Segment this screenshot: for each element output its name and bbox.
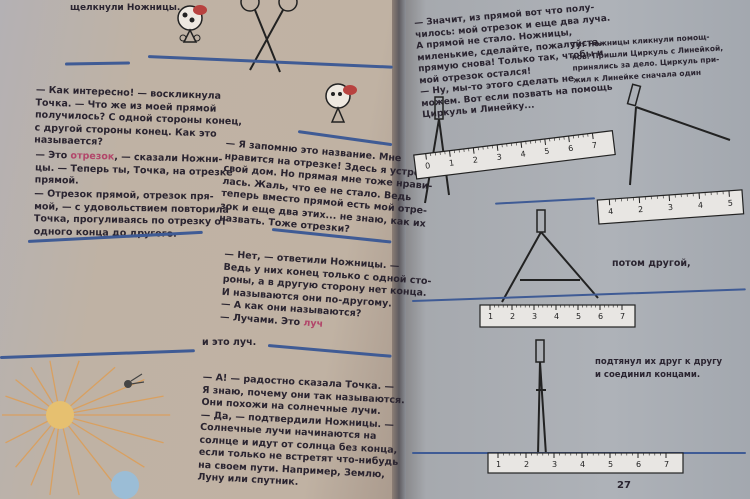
paragraph-2-right: Тут Ножницы кликнули помощ- ков. Пришли … [570, 32, 724, 85]
ruler-label: 3 [496, 152, 502, 162]
ruler-label: 3 [552, 460, 557, 469]
compass-bottom-illustration [535, 339, 547, 456]
beret-icon [343, 85, 357, 95]
compass-mid-illustration: 1 2 3 4 5 6 7 [479, 209, 636, 328]
ruler-tick [472, 147, 475, 154]
ruler-label: 5 [608, 460, 613, 469]
caption-joined: подтянул их друг к другу и соединил конц… [595, 357, 723, 380]
ruler-label: 7 [591, 141, 597, 151]
ruler-tick [520, 141, 523, 148]
scissors-icon [240, 0, 298, 73]
ruler-label: 7 [620, 312, 625, 321]
paragraph-7: — А! — радостно сказала Точка. — Я знаю,… [197, 371, 406, 488]
ruler-label: 3 [532, 312, 537, 321]
ruler [413, 130, 616, 180]
ruler-right: 4 2 3 4 5 [596, 189, 745, 225]
term-segment: отрезок [70, 150, 115, 163]
tochka-character-top [177, 5, 207, 43]
ruler-tick [496, 144, 499, 151]
ruler-bottom: 1 2 3 4 5 6 7 [487, 452, 684, 474]
compass-on-ruler-illustration: 0 1 2 3 4 5 6 7 [413, 96, 616, 204]
ruler-label: 2 [638, 205, 644, 214]
ruler-tick [544, 138, 547, 146]
beret-icon [193, 5, 207, 15]
ruler-label: 1 [449, 158, 455, 168]
text: — Это [35, 149, 71, 162]
paragraph-2: — Это отрезок, — сказали Ножни- цы. — Те… [35, 149, 234, 192]
ruler-label: 1 [496, 460, 501, 469]
ruler-label: 5 [576, 312, 581, 321]
ruler-label: 7 [664, 460, 669, 469]
ruler-tick [568, 136, 570, 143]
term-ray: луч [303, 316, 324, 330]
ruler-label: 1 [488, 312, 493, 321]
paragraph-1: — Как интересно! — воскликнула Точка. — … [34, 84, 243, 148]
tochka-character [325, 83, 357, 123]
ruler-label: 6 [568, 144, 574, 154]
compass-icon [626, 83, 731, 186]
paragraph-4: — Я запомню это название. Мне нравится н… [218, 138, 433, 236]
ruler-label: 4 [608, 207, 614, 216]
caption-then-another: потом другой, [612, 258, 691, 269]
sun-ray [59, 414, 116, 486]
sun-ray [59, 395, 164, 416]
ruler-label: 5 [728, 199, 734, 208]
satellite-icon [124, 373, 145, 388]
ruler-label: 0 [425, 161, 431, 171]
ruler-label: 4 [698, 201, 704, 210]
ruler-label: 6 [598, 312, 603, 321]
ray-caption: и это луч. [202, 337, 257, 348]
sun-ray [59, 414, 164, 444]
paragraph-5: — Нет, — ответили Ножницы. — Ведь у них … [220, 249, 433, 338]
ruler-label: 5 [544, 147, 550, 157]
earth [111, 471, 139, 499]
ruler-tick [591, 133, 594, 140]
ruler-label: 3 [668, 203, 674, 212]
right-page [398, 0, 750, 499]
ruler-label: 2 [524, 460, 529, 469]
sun-rays-illustration [2, 360, 171, 499]
book-gutter [392, 0, 406, 499]
sun [46, 401, 74, 429]
ruler-tick [449, 150, 451, 157]
ruler-label: 6 [636, 460, 641, 469]
top-caption: щелкнули Ножницы. [70, 3, 181, 13]
ruler-tick [425, 153, 427, 160]
sun-ray [59, 414, 145, 468]
ruler-label: 4 [520, 149, 526, 159]
ruler-label: 2 [472, 155, 478, 165]
page-number: 27 [617, 480, 631, 491]
ruler-label: 4 [554, 312, 559, 321]
ruler-label: 4 [580, 460, 585, 469]
ruler-label: 2 [510, 312, 515, 321]
